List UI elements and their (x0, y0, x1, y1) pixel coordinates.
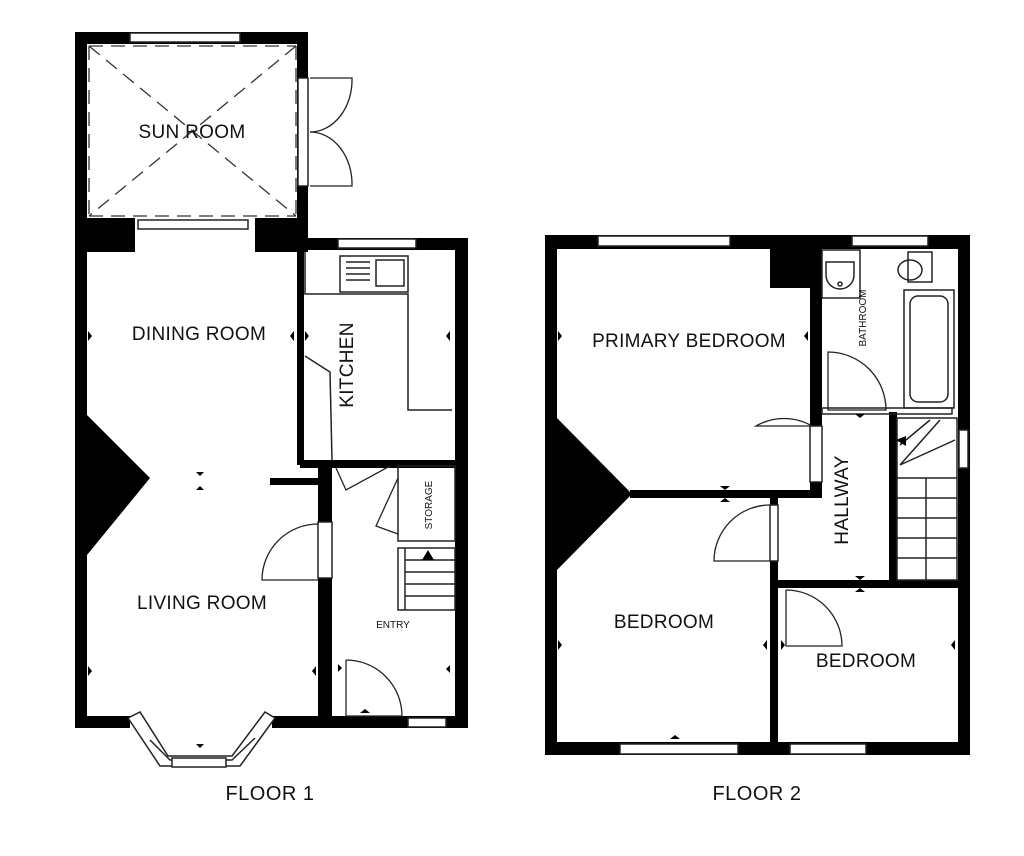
floor-2-dimension-marks (558, 331, 955, 739)
hallway-stairs (896, 417, 958, 581)
primary-bedroom-door-jamb (809, 425, 823, 483)
bedroom-left-door-jamb (769, 504, 779, 562)
primary-bedroom-door-swing (753, 417, 813, 482)
floor-2-walls (545, 235, 970, 755)
room-label-sun-room: SUN ROOM (139, 122, 246, 143)
kitchen-window (337, 238, 417, 249)
sun-room-door-swing-top (309, 77, 353, 133)
bathroom-fixtures (821, 249, 955, 415)
hallway-window (958, 429, 969, 469)
kitchen-counter (304, 252, 452, 411)
room-label-kitchen: KITCHEN (337, 322, 358, 408)
sun-room-door-frame (297, 77, 309, 187)
bathroom-door-swing (827, 351, 887, 411)
bedroom-left-door-swing (713, 504, 771, 562)
room-label-living-room: LIVING ROOM (137, 593, 267, 614)
floor-1-label: FLOOR 1 (225, 783, 314, 805)
floor-1-plan: SUN ROOM DINING ROOM KITCHEN STORAGE LIV… (75, 32, 468, 805)
bedroom-right-window (789, 743, 867, 755)
room-label-dining-room: DINING ROOM (132, 324, 266, 345)
entry-top-door-swing (335, 465, 391, 491)
room-label-bedroom-right: BEDROOM (816, 651, 916, 672)
floor-2-label: FLOOR 2 (712, 783, 801, 805)
sun-room-window-top (129, 32, 241, 43)
floor-1-walls (75, 238, 468, 728)
storage-door-swing (375, 477, 399, 535)
room-label-primary-bedroom: PRIMARY BEDROOM (592, 331, 786, 352)
room-label-entry: ENTRY (376, 620, 410, 631)
primary-bedroom-window (597, 235, 731, 247)
entry-window (407, 717, 447, 728)
sun-room-door-swing-bottom (309, 131, 353, 187)
room-label-bathroom: BATHROOM (858, 289, 869, 346)
storage-closet (397, 465, 456, 542)
front-door-swing (345, 659, 403, 717)
room-label-hallway: HALLWAY (832, 455, 853, 544)
living-room-bay-window (126, 711, 277, 768)
bedroom-right-door-swing (785, 589, 843, 647)
kitchen-wall-return (304, 355, 333, 461)
living-room-door-jamb (317, 521, 333, 579)
bedroom-left-window (619, 743, 739, 755)
bathroom-window (851, 235, 929, 247)
room-label-storage: STORAGE (424, 480, 435, 529)
floor-2-plan: PRIMARY BEDROOM BATHROOM HALLWAY BEDROOM… (545, 235, 970, 805)
living-room-door-swing (261, 523, 319, 581)
room-label-bedroom-left: BEDROOM (614, 612, 714, 633)
entry-stairs (397, 547, 456, 611)
floor-1-dimension-marks (88, 331, 450, 748)
sun-room-window-bottom (137, 219, 249, 230)
sun-room-roof-lines (88, 45, 297, 217)
